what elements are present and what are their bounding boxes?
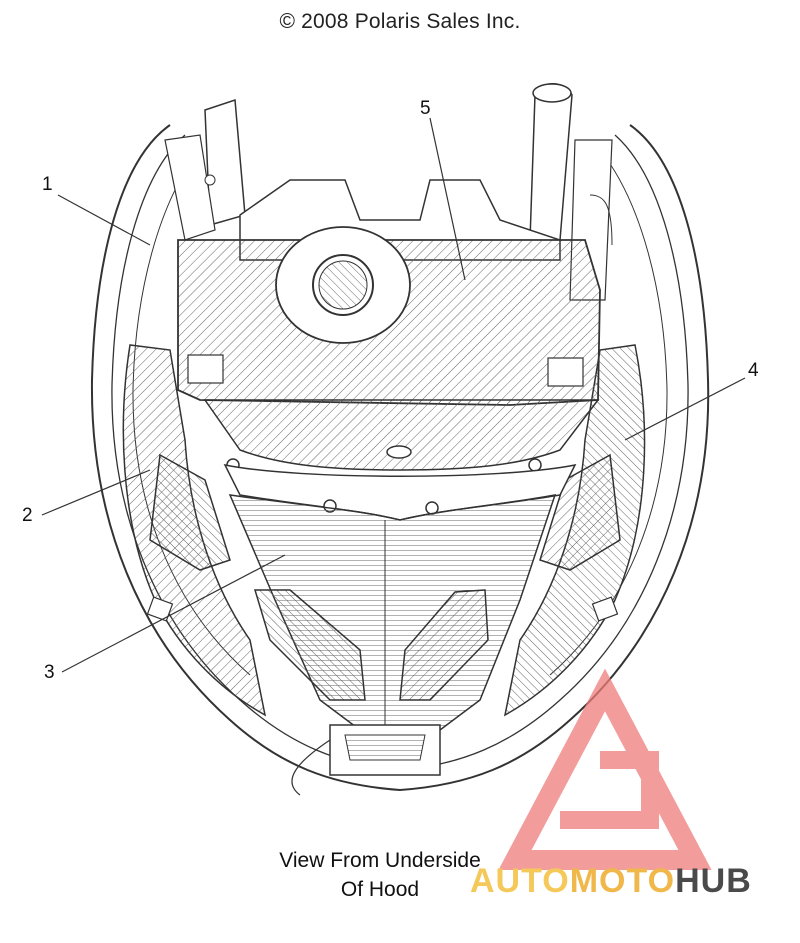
right-pad-tab: [547, 357, 584, 387]
right-grille-vent: [399, 589, 489, 701]
left-mount-plate: [164, 134, 216, 241]
left-grille-vent: [253, 589, 366, 701]
right-tube: [529, 83, 573, 241]
left-pad-tab: [187, 354, 224, 384]
callout-1: 1: [42, 174, 53, 195]
center-fastener: [386, 445, 412, 459]
leader-line-3: [61, 554, 286, 673]
watermark-logo: [498, 668, 712, 870]
leader-line-4: [624, 377, 746, 441]
leader-line-5: [429, 117, 466, 281]
wire-lead: [291, 739, 331, 796]
watermark-wordmark: AUTOMOTOHUB: [470, 862, 752, 901]
lower-pad-section: [203, 399, 600, 471]
caption-line-1: View From Underside: [279, 849, 481, 872]
watermark-part-3: HUB: [675, 862, 752, 900]
caption-line-2: Of Hood: [340, 878, 420, 901]
leader-line-2: [41, 469, 151, 516]
callout-5: 5: [420, 98, 431, 119]
right-vent: [539, 453, 621, 571]
callout-3: 3: [44, 662, 55, 683]
leader-line-1: [57, 194, 151, 246]
callout-2: 2: [22, 505, 33, 526]
watermark-part-2: MOTO: [569, 862, 676, 900]
callout-4: 4: [748, 360, 759, 381]
hood-outer-shell: [90, 124, 710, 792]
copyright-text: © 2008 Polaris Sales Inc.: [279, 10, 521, 33]
watermark-part-1: AUTO: [470, 862, 570, 900]
left-vent: [149, 453, 231, 571]
